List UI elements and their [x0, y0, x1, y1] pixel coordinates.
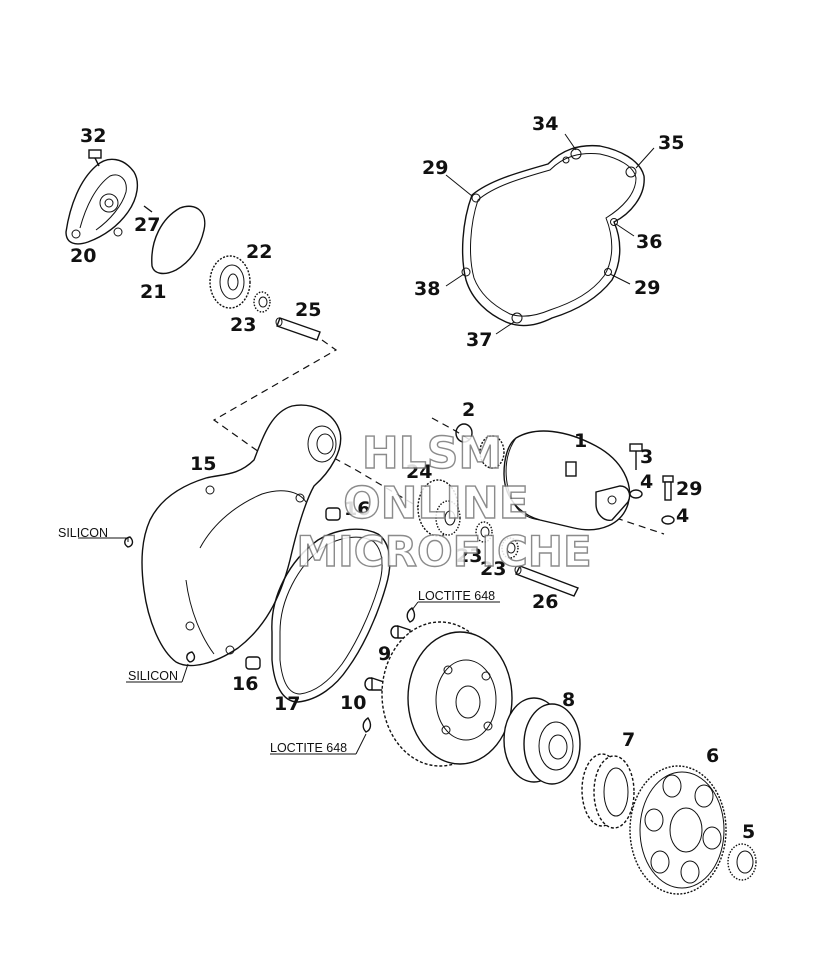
assembly-line	[333, 457, 421, 509]
screw-10	[364, 677, 385, 691]
gasket-17-inner	[279, 536, 383, 695]
gear-22	[209, 255, 251, 309]
callout-22: 22	[246, 241, 272, 263]
freewheel-sprag	[581, 753, 635, 829]
callout-29-c: 29	[676, 478, 702, 500]
ignition-cover	[141, 404, 342, 667]
material-notes: SILICON SILICON LOCTITE 648 LOCTITE 648	[58, 526, 495, 755]
leader-lines	[78, 133, 655, 755]
callout-10: 10	[340, 692, 366, 714]
callout-16-lower: 16	[232, 673, 258, 695]
callout-38: 38	[414, 278, 440, 300]
callout-32: 32	[80, 125, 106, 147]
callout-3: 3	[640, 446, 653, 468]
bearing-23-b	[501, 537, 519, 559]
watermark-line-2: ONLINE	[343, 478, 529, 529]
callout-37: 37	[466, 329, 492, 351]
callout-34: 34	[532, 113, 558, 135]
oring-2	[455, 423, 473, 443]
bearing-23-top	[253, 291, 271, 313]
cover-gasket-inner	[470, 153, 637, 317]
cover-gasket	[461, 144, 645, 327]
callout-21: 21	[140, 281, 166, 303]
assembly-line	[615, 517, 665, 535]
bolt-3	[629, 443, 643, 470]
gear-24	[417, 479, 461, 537]
callout-5: 5	[742, 821, 755, 843]
ring-gear	[629, 765, 727, 895]
gasket-hole	[511, 312, 523, 324]
callout-24: 24	[406, 461, 432, 483]
callout-8: 8	[562, 689, 575, 711]
watermark: HLSM ONLINE MICROFICHE	[296, 427, 593, 576]
callout-20: 20	[70, 245, 96, 267]
gasket-hole	[604, 268, 612, 276]
callout-4-b: 4	[676, 505, 689, 527]
bolt-29	[662, 475, 674, 501]
callout-9: 9	[378, 643, 391, 665]
gasket-hole	[461, 267, 471, 277]
gasket-hole	[625, 166, 637, 178]
loctite-drop-upper	[406, 607, 416, 623]
washer-4a	[629, 489, 643, 499]
needle-bearing	[727, 843, 757, 881]
gasket-hole	[471, 193, 481, 203]
callout-23-c: 23	[480, 558, 506, 580]
oring-21	[151, 205, 206, 275]
washer-4b	[661, 515, 675, 525]
assembly-line	[431, 417, 471, 441]
callout-16-upper: 16	[344, 498, 370, 520]
note-silicon-lower: SILICON	[128, 669, 178, 683]
gasket-17	[271, 528, 391, 703]
freewheel-hub	[503, 697, 581, 785]
callout-17: 17	[274, 693, 300, 715]
callout-23-top: 23	[230, 314, 256, 336]
callout-35: 35	[658, 132, 684, 154]
gasket-hole	[610, 218, 618, 226]
callout-25: 25	[295, 299, 321, 321]
watermark-line-3: MICROFICHE	[296, 527, 591, 576]
callout-1: 1	[574, 430, 587, 452]
callout-23-b: 23	[456, 545, 482, 567]
note-silicon-upper: SILICON	[58, 526, 108, 540]
callout-7: 7	[622, 729, 635, 751]
watermark-line-1: HLSM	[362, 428, 502, 479]
pin-27	[143, 205, 153, 213]
callout-27: 27	[134, 214, 160, 236]
note-loctite-upper: LOCTITE 648	[418, 589, 495, 603]
silicon-dab-lower	[186, 651, 196, 663]
dowel-16-upper	[325, 507, 341, 521]
callout-6: 6	[706, 745, 719, 767]
callout-36: 36	[636, 231, 662, 253]
flywheel-rotor	[381, 621, 513, 767]
callout-labels: 32 27 20 21 22 23 25 34 35 29 36 38 29 3…	[70, 113, 755, 843]
loctite-drop-lower	[362, 717, 372, 733]
gasket-hole	[570, 148, 582, 160]
pump-cover	[65, 158, 139, 245]
callout-26: 26	[532, 591, 558, 613]
callout-2: 2	[462, 399, 475, 421]
shaft-25	[275, 317, 321, 341]
starter-motor	[479, 430, 631, 531]
callout-29-a: 29	[422, 157, 448, 179]
note-loctite-lower: LOCTITE 648	[270, 741, 347, 755]
callout-15: 15	[190, 453, 216, 475]
bolt-32	[88, 149, 102, 167]
callout-29-b: 29	[634, 277, 660, 299]
gasket-hole	[562, 156, 570, 164]
callout-4-a: 4	[640, 471, 653, 493]
bearing-23-a	[475, 521, 493, 543]
silicon-dab-upper	[124, 536, 134, 548]
dowel-16-lower	[245, 656, 261, 670]
shaft-26	[514, 565, 579, 597]
